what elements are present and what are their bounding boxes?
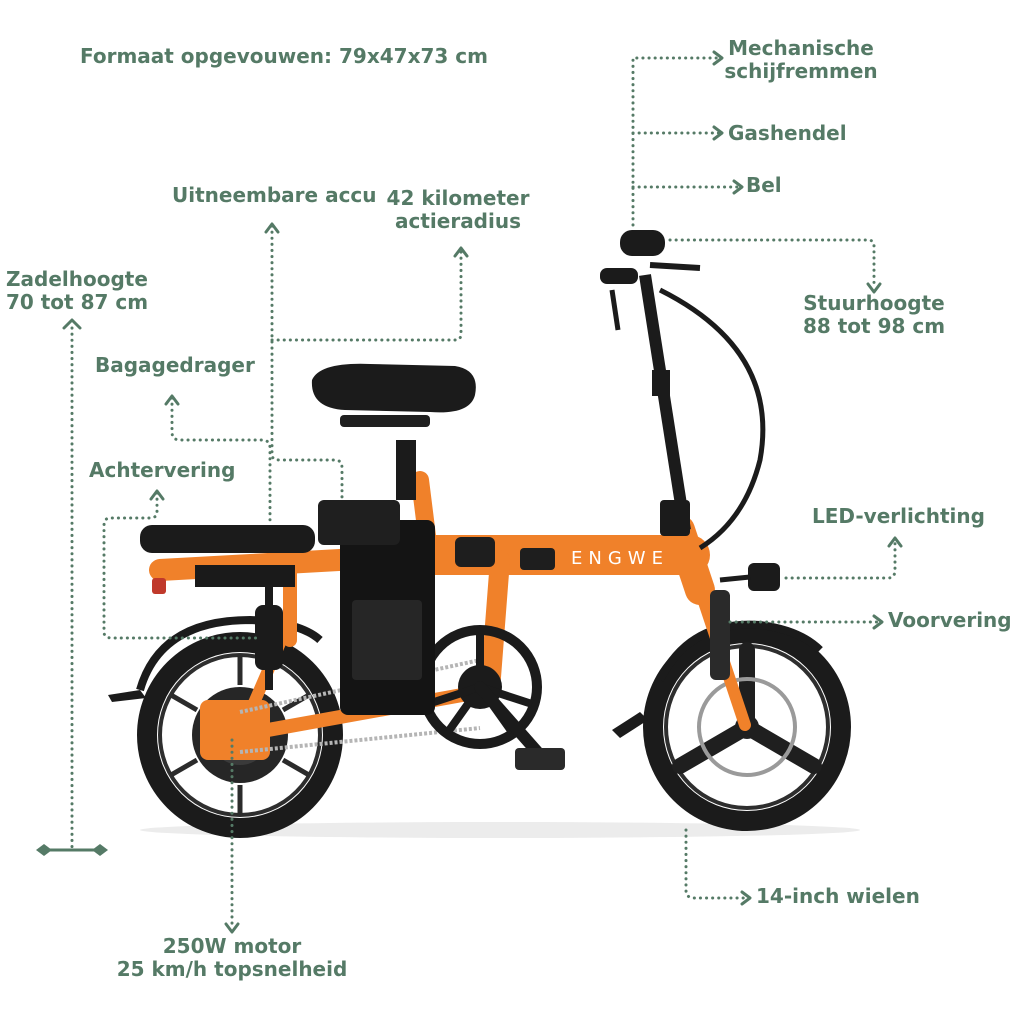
led-leader (784, 538, 897, 580)
rear-shock (255, 585, 283, 690)
wheels-leader (684, 828, 750, 900)
saddle-height-line-1: Zadelhoogte (6, 267, 148, 291)
rear-fender (136, 615, 323, 692)
motor-label: 250W motor 25 km/h topsnelheid (117, 935, 348, 981)
rear-suspension-label: Achtervering (89, 458, 236, 482)
ground-shadow (140, 822, 860, 838)
range-line-2: actieradius (394, 209, 522, 233)
front-wheel (643, 623, 851, 831)
bell-label: Bel (746, 173, 782, 197)
front-suspension-label: Voorvering (888, 608, 1012, 632)
folded-size-label: Formaat opgevouwen: 79x47x73 cm (80, 44, 488, 68)
range-leader (270, 248, 463, 342)
saddle-height-label: Zadelhoogte 70 tot 87 cm (6, 268, 148, 314)
motor-line-2: 25 km/h topsnelheid (116, 957, 348, 981)
disc-brakes-leader (631, 56, 722, 227)
front-mudflap (612, 712, 648, 738)
brake-cable (658, 287, 766, 551)
saddle-height-arrow (62, 318, 82, 330)
removable-battery-label: Uitneembare accu (172, 183, 377, 207)
handlebar-height-leader (668, 238, 876, 290)
fold-latch (520, 548, 555, 570)
front-fender (656, 620, 823, 682)
front-led-light (748, 563, 780, 591)
battery-pack (318, 500, 435, 715)
luggage-carrier-leader (170, 396, 272, 522)
wheels-label: 14-inch wielen (756, 884, 920, 908)
luggage-carrier-label: Bagagedrager (95, 353, 255, 377)
rear-rack (195, 565, 295, 587)
saddle-height-line-2: 70 tot 87 cm (5, 290, 149, 314)
rear-mudflap (108, 690, 146, 702)
rear-suspension-leader (102, 491, 260, 640)
battery-leader (270, 224, 344, 502)
steering-stem (639, 274, 691, 536)
frame-brand-text: ENGWE (571, 548, 669, 569)
disc-brakes-line-1: Mechanische (728, 36, 874, 60)
saddle (311, 363, 476, 500)
rear-plate (200, 700, 270, 760)
handlebar-height-line-1: Stuurhoogte (803, 291, 945, 315)
frame-hinge (455, 537, 495, 567)
handlebar (600, 230, 701, 331)
motor-line-1: 250W motor (162, 934, 302, 958)
led-lights-label: LED-verlichting (812, 504, 985, 528)
disc-brakes-label: Mechanische schijfremmen (724, 37, 877, 83)
range-label: 42 kilometer actieradius (387, 187, 530, 233)
disc-brakes-line-2: schijfremmen (724, 59, 878, 83)
throttle-label: Gashendel (728, 121, 847, 145)
rear-seat-cushion (140, 525, 315, 553)
range-line-1: 42 kilometer (386, 186, 530, 210)
handlebar-height-label: Stuurhoogte 88 tot 98 cm (803, 292, 945, 338)
front-fork (710, 590, 730, 680)
handlebar-height-line-2: 88 tot 98 cm (802, 314, 946, 338)
rear-light (152, 578, 166, 594)
